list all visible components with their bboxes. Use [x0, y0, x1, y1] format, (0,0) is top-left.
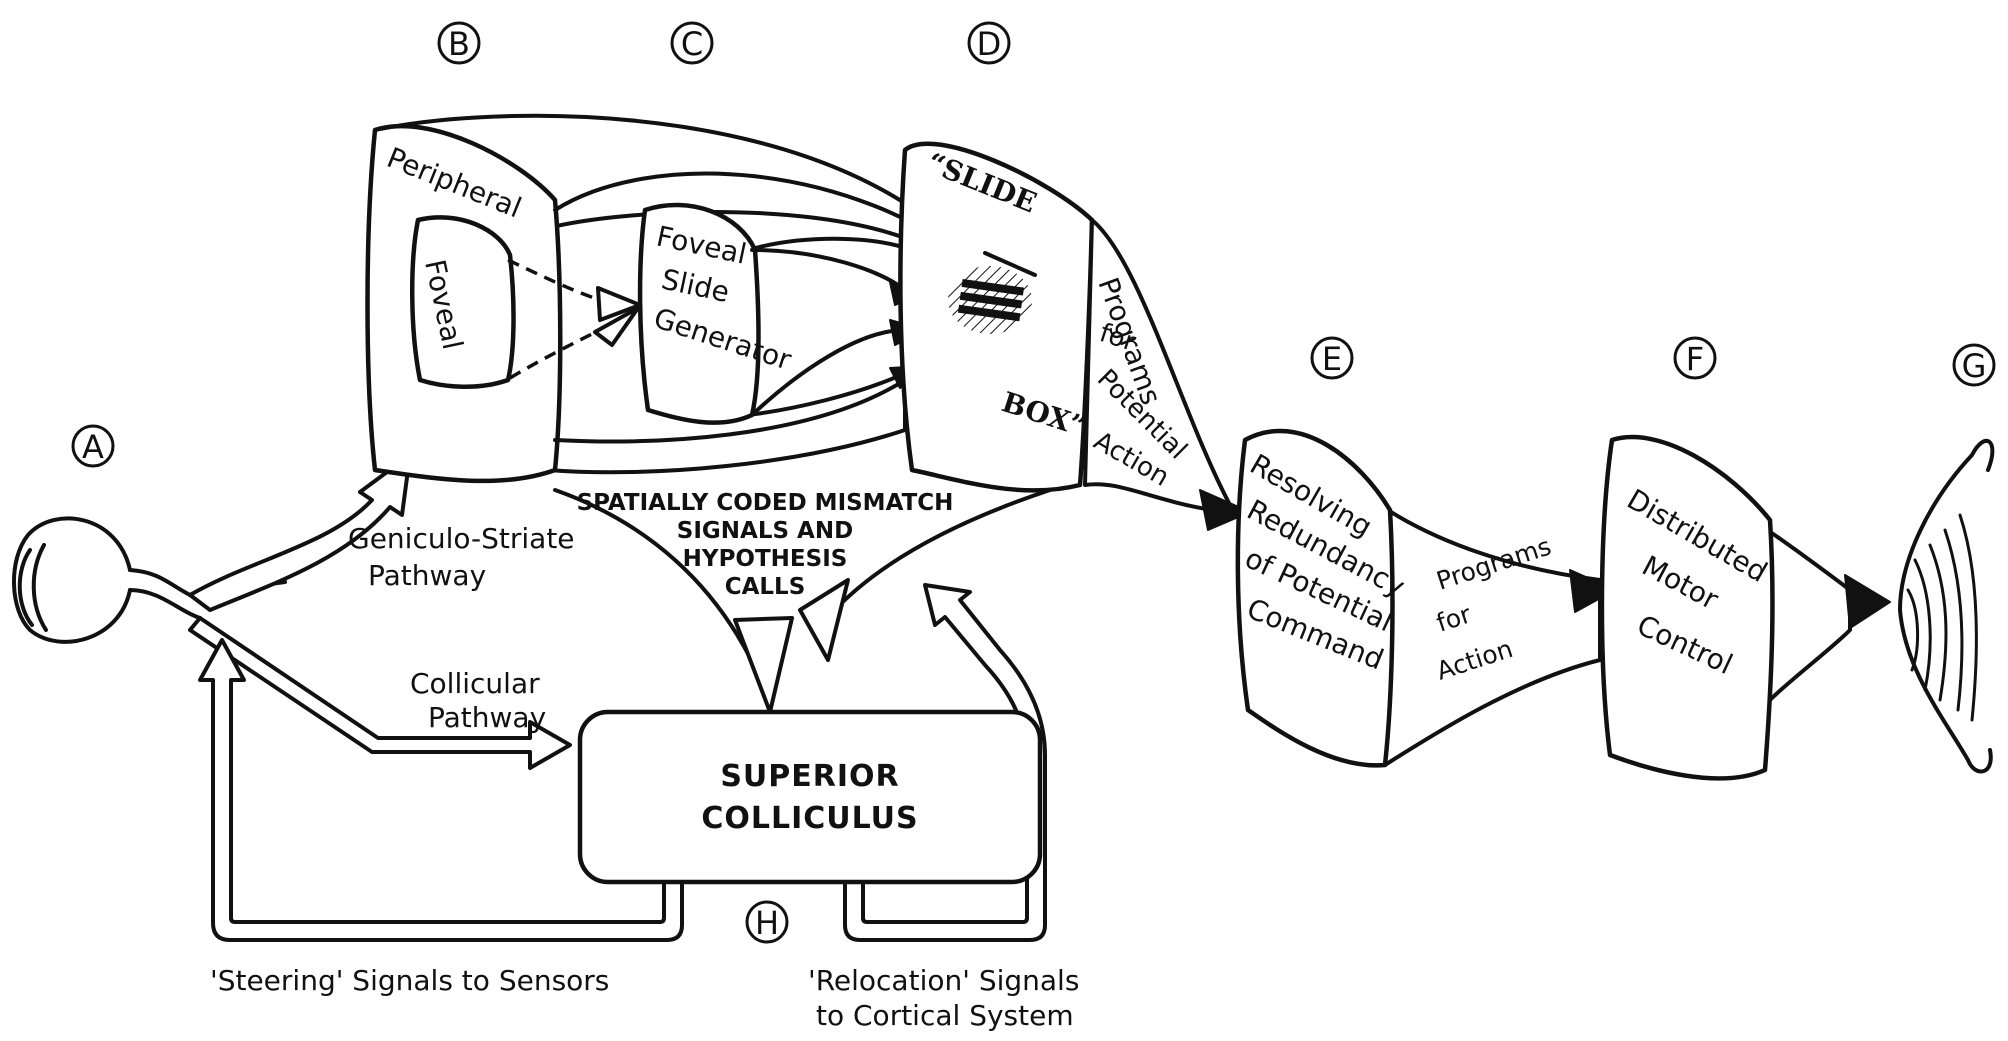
- marker-e: E: [1312, 338, 1352, 378]
- svg-text:B: B: [448, 25, 470, 63]
- svg-text:G: G: [1962, 347, 1987, 385]
- muscle-icon: [1900, 441, 1992, 772]
- svg-text:C: C: [681, 25, 703, 63]
- svg-text:H: H: [755, 904, 779, 942]
- motor-arrowhead: [1845, 575, 1890, 628]
- svg-text:CALLS: CALLS: [725, 574, 806, 600]
- svg-text:Geniculo-Striate: Geniculo-Striate: [348, 522, 575, 555]
- mismatch-label: SPATIALLY CODED MISMATCH SIGNALS AND HYP…: [577, 490, 954, 600]
- slide-box: “SLIDE BOX”: [900, 144, 1092, 491]
- collicular-label: Collicular Pathway: [410, 667, 546, 734]
- eye-icon: [14, 518, 130, 641]
- svg-text:to Cortical System: to Cortical System: [816, 999, 1074, 1032]
- marker-f: F: [1675, 338, 1715, 378]
- marker-g: G: [1954, 345, 1994, 385]
- svg-text:Pathway: Pathway: [428, 701, 546, 734]
- marker-b: B: [439, 23, 479, 63]
- geniculo-striate-label: Geniculo-Striate Pathway: [348, 522, 575, 592]
- svg-text:SPATIALLY CODED MISMATCH: SPATIALLY CODED MISMATCH: [577, 490, 954, 516]
- marker-a: A: [73, 426, 113, 466]
- superior-colliculus-box: SUPERIOR COLLICULUS: [580, 712, 1040, 882]
- svg-text:Pathway: Pathway: [368, 559, 486, 592]
- svg-text:SIGNALS AND: SIGNALS AND: [677, 518, 853, 544]
- marker-h: H: [747, 902, 787, 942]
- mismatch-arrowhead-left: [735, 618, 792, 712]
- svg-text:A: A: [82, 428, 104, 466]
- svg-text:Collicular: Collicular: [410, 667, 540, 700]
- svg-text:'Relocation' Signals: 'Relocation' Signals: [808, 964, 1079, 997]
- svg-text:D: D: [977, 25, 1002, 63]
- marker-d: D: [969, 23, 1009, 63]
- svg-text:SUPERIOR: SUPERIOR: [720, 759, 899, 794]
- svg-text:HYPOTHESIS: HYPOTHESIS: [683, 546, 848, 572]
- motor-control-box: Distributed Motor Control: [1602, 437, 1850, 778]
- mismatch-arrowhead-right: [800, 580, 848, 660]
- resolving-redundancy-box: Resolving Redundancy of Potential Comman…: [1238, 431, 1600, 765]
- svg-text:F: F: [1686, 340, 1704, 378]
- svg-text:COLLICULUS: COLLICULUS: [701, 801, 918, 836]
- relocation-label: 'Relocation' Signals to Cortical System: [808, 964, 1079, 1032]
- steering-label: 'Steering' Signals to Sensors: [210, 964, 609, 997]
- svg-text:E: E: [1322, 340, 1342, 378]
- marker-c: C: [672, 23, 712, 63]
